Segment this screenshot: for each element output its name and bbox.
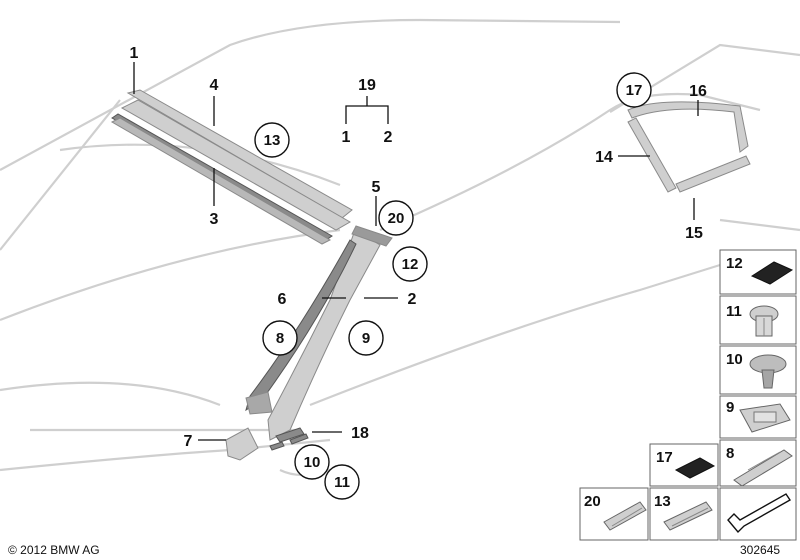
- felt-pad-icon: [750, 261, 794, 285]
- svg-text:12: 12: [726, 255, 743, 272]
- expanding-rivet-icon: [749, 354, 787, 389]
- circled-label-20: 20: [378, 200, 414, 236]
- svg-text:20: 20: [584, 493, 601, 510]
- label-14: 14: [595, 149, 613, 166]
- diagram-number: 302645: [740, 543, 780, 557]
- leader-lines: [133, 62, 699, 441]
- label-2: 2: [408, 291, 417, 308]
- circled-label-17: 17: [616, 72, 652, 108]
- svg-text:12: 12: [402, 256, 419, 273]
- inset-box-13[interactable]: 13: [649, 487, 719, 541]
- svg-text:10: 10: [304, 454, 321, 471]
- inset-box-8[interactable]: 8: [719, 439, 797, 487]
- svg-text:17: 17: [656, 449, 673, 466]
- circled-label-9: 9: [348, 320, 384, 356]
- trim-strip-icon: [733, 449, 793, 487]
- label-19-sub-2: 2: [384, 129, 393, 146]
- retainer-icon: [739, 403, 791, 433]
- svg-text:9: 9: [726, 399, 734, 416]
- label-19-sub-1: 1: [342, 129, 351, 146]
- label-5: 5: [372, 179, 381, 196]
- label-4: 4: [210, 77, 219, 94]
- circled-label-12: 12: [392, 246, 428, 282]
- inset-box-11[interactable]: 11: [719, 295, 797, 345]
- label-16: 16: [689, 83, 707, 100]
- inset-box-17[interactable]: 17: [649, 443, 719, 487]
- label-15: 15: [685, 225, 703, 242]
- svg-text:11: 11: [334, 474, 350, 491]
- trim-strip-icon: [603, 501, 647, 531]
- felt-pad-icon: [674, 457, 716, 479]
- inset-box-10[interactable]: 10: [719, 345, 797, 395]
- svg-text:13: 13: [264, 132, 281, 149]
- circled-label-11: 11: [324, 464, 360, 500]
- svg-text:17: 17: [626, 82, 643, 99]
- label-19: 19: [358, 77, 376, 94]
- copyright-text: © 2012 BMW AG: [8, 543, 100, 557]
- car-outline: [0, 18, 800, 477]
- svg-text:20: 20: [388, 210, 405, 227]
- label-18: 18: [351, 425, 369, 442]
- circled-label-13: 13: [254, 122, 290, 158]
- circled-label-10: 10: [294, 444, 330, 480]
- trim-bracket-7[interactable]: [225, 427, 259, 461]
- circled-label-8: 8: [262, 320, 298, 356]
- trim-pieces-18[interactable]: [269, 427, 309, 451]
- roof-strip-upper[interactable]: [120, 89, 353, 231]
- svg-text:13: 13: [654, 493, 671, 510]
- svg-text:8: 8: [276, 330, 284, 347]
- label-3: 3: [210, 211, 219, 228]
- inset-box-20[interactable]: 20: [579, 487, 649, 541]
- inset-box-9[interactable]: 9: [719, 395, 797, 439]
- svg-text:8: 8: [726, 445, 734, 462]
- svg-text:9: 9: [362, 330, 370, 347]
- clip-icon: [749, 305, 779, 337]
- arrow-pointer-icon: [727, 493, 792, 534]
- trim-strip-icon: [663, 501, 713, 531]
- a-pillar-trim[interactable]: [245, 225, 393, 441]
- quarter-window-trim[interactable]: [627, 101, 751, 193]
- label-1: 1: [130, 45, 139, 62]
- inset-box-12[interactable]: 12: [719, 249, 797, 295]
- svg-text:11: 11: [726, 303, 742, 320]
- label-7: 7: [184, 433, 193, 450]
- label-6: 6: [278, 291, 287, 308]
- roof-strip-lower[interactable]: [110, 113, 333, 245]
- svg-text:10: 10: [726, 351, 743, 368]
- inset-box-arrow: [719, 487, 797, 541]
